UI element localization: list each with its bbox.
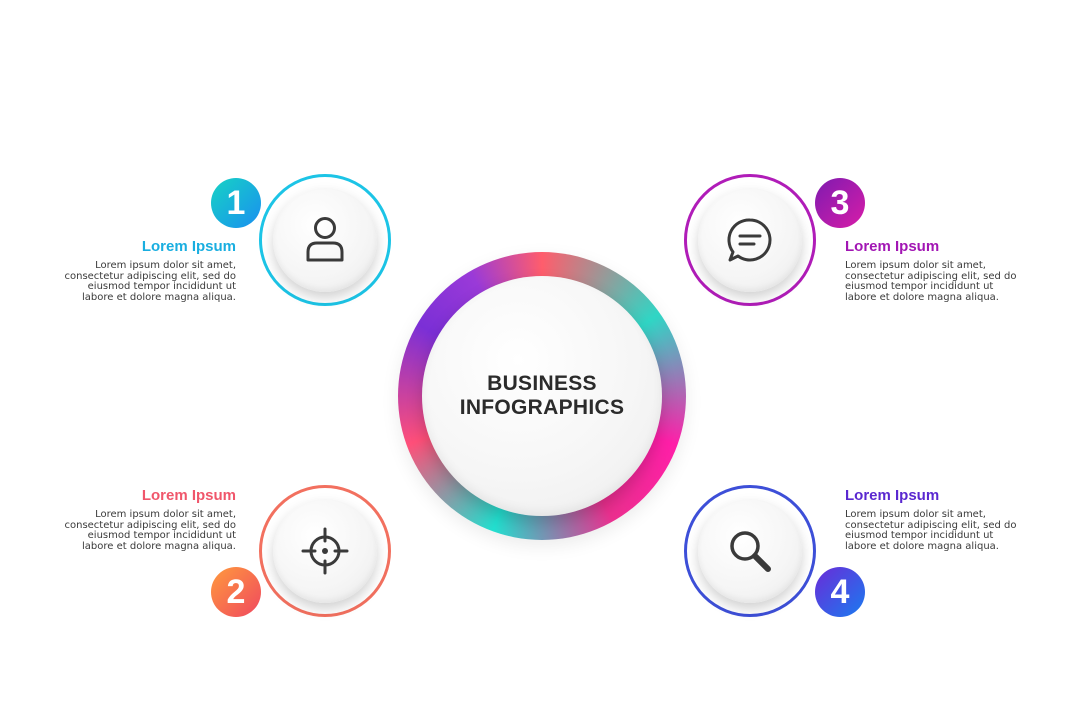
step-3-line-3: eiusmod tempor incididunt ut <box>845 281 994 292</box>
step-3-circle <box>698 188 802 292</box>
step-2-title: Lorem Ipsum <box>141 487 236 504</box>
step-1-line-2: consectetur adipiscing elit, sed do <box>64 270 236 282</box>
step-3-line-1: Lorem ipsum dolor sit amet, <box>845 260 986 271</box>
step-2-line-2: consectetur adipiscing elit, sed do <box>64 519 236 531</box>
step-4-badge: 4 <box>815 567 865 617</box>
hub-title-line2: INFOGRAPHICS <box>459 396 625 419</box>
step-1-badge: 1 <box>211 178 261 228</box>
step-4-line-4: labore et dolore magna aliqua. <box>845 540 999 552</box>
step-3-line-2: consectetur adipiscing elit, sed do <box>845 270 1017 282</box>
step-3-title: Lorem Ipsum <box>845 238 940 255</box>
step-2-line-4: labore et dolore magna aliqua. <box>82 540 236 552</box>
step-2-description: Lorem ipsum dolor sit amet, consectetur … <box>36 509 236 552</box>
step-1-title: Lorem Ipsum <box>141 238 236 255</box>
chat-icon <box>727 218 772 262</box>
step-4-title: Lorem Ipsum <box>845 487 940 504</box>
hub-title: BUSINESS INFOGRAPHICS <box>422 372 662 420</box>
step-1-line-3: eiusmod tempor incididunt ut <box>87 281 236 292</box>
step-3-number: 3 <box>830 184 850 222</box>
step-3-badge: 3 <box>815 178 865 228</box>
step-4-description: Lorem ipsum dolor sit amet, consectetur … <box>845 509 1045 552</box>
step-2-line-3: eiusmod tempor incididunt ut <box>87 530 236 541</box>
step-1-circle <box>273 188 377 292</box>
step-4-line-2: consectetur adipiscing elit, sed do <box>845 519 1017 531</box>
step-3-line-4: labore et dolore magna aliqua. <box>845 291 999 303</box>
step-1-line-4: labore et dolore magna aliqua. <box>82 291 236 303</box>
hub-circle <box>422 276 662 516</box>
step-3-description: Lorem ipsum dolor sit amet, consectetur … <box>845 260 1045 303</box>
search-icon <box>730 531 771 572</box>
step-2-circle <box>273 499 377 603</box>
step-4-line-3: eiusmod tempor incididunt ut <box>845 530 994 541</box>
step-4-circle <box>698 499 802 603</box>
crosshair-icon <box>301 527 349 575</box>
user-icon <box>306 217 344 262</box>
step-2-line-1: Lorem ipsum dolor sit amet, <box>95 509 236 520</box>
step-1-description: Lorem ipsum dolor sit amet, consectetur … <box>36 260 236 303</box>
step-1-number: 1 <box>226 184 246 222</box>
step-2-badge: 2 <box>211 567 261 617</box>
step-4-number: 4 <box>830 573 850 611</box>
step-4-line-1: Lorem ipsum dolor sit amet, <box>845 509 986 520</box>
hub-title-line1: BUSINESS <box>487 372 597 395</box>
step-2-number: 2 <box>226 573 246 611</box>
step-1-line-1: Lorem ipsum dolor sit amet, <box>95 260 236 271</box>
